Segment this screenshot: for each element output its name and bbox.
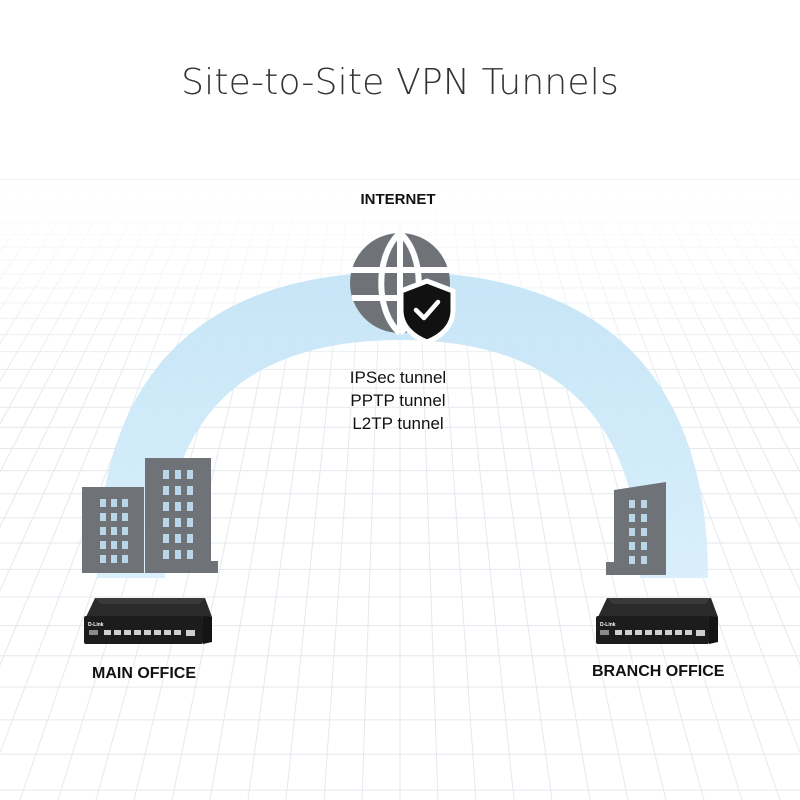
internet-label: INTERNET <box>360 191 436 208</box>
vpn-tunnel-arch <box>97 272 708 578</box>
tunnel-type-ipsec: IPSec tunnel <box>349 368 447 387</box>
router-device-icon <box>596 598 718 644</box>
tunnel-type-l2tp: L2TP tunnel <box>352 414 444 433</box>
tunnel-type-list: IPSec tunnel PPTP tunnel L2TP tunnel <box>0 366 796 435</box>
router-brand-branch: D-Link <box>600 622 616 628</box>
globe-shield-icon <box>350 230 456 345</box>
main-office-label: MAIN OFFICE <box>92 665 196 682</box>
router-device-icon <box>84 598 212 644</box>
router-brand-main: D-Link <box>88 622 104 628</box>
office-buildings-icon <box>82 458 218 573</box>
office-building-icon <box>606 482 666 575</box>
diagram-title: Site-to-Site VPN Tunnels <box>181 62 619 103</box>
tunnel-type-pptp: PPTP tunnel <box>350 391 446 410</box>
branch-office-label: BRANCH OFFICE <box>592 663 725 680</box>
